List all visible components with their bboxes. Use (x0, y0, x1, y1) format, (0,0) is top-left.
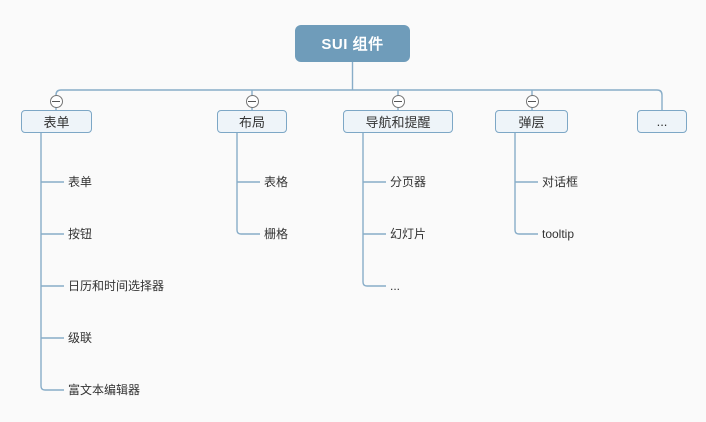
category-node[interactable]: ... (637, 110, 687, 133)
minus-circle-icon[interactable] (391, 95, 405, 108)
category-node[interactable]: 表单 (21, 110, 92, 133)
leaf-node[interactable]: tooltip (542, 227, 575, 241)
leaf-node[interactable]: 按钮 (68, 227, 93, 241)
minus-circle-icon[interactable] (49, 95, 63, 108)
leaf-node[interactable]: 表格 (264, 175, 289, 189)
minus-bar (394, 101, 402, 102)
leaf-node[interactable]: 栅格 (264, 227, 289, 241)
category-node[interactable]: 弹层 (495, 110, 568, 133)
minus-bar (528, 101, 536, 102)
minus-bar (248, 101, 256, 102)
category-node[interactable]: 布局 (217, 110, 287, 133)
root-node[interactable]: SUI 组件 (295, 25, 410, 62)
leaf-node[interactable]: 富文本编辑器 (68, 383, 141, 397)
minus-bar (52, 101, 60, 102)
minus-circle-icon[interactable] (245, 95, 259, 108)
leaf-node[interactable]: 级联 (68, 331, 93, 345)
leaf-node[interactable]: 幻灯片 (390, 227, 427, 241)
leaf-node[interactable]: ... (390, 279, 401, 293)
category-node[interactable]: 导航和提醒 (343, 110, 453, 133)
minus-circle-icon[interactable] (525, 95, 539, 108)
leaf-node[interactable]: 分页器 (390, 175, 427, 189)
leaf-node[interactable]: 表单 (68, 175, 93, 189)
leaf-node[interactable]: 日历和时间选择器 (68, 279, 165, 293)
leaf-node[interactable]: 对话框 (542, 175, 579, 189)
